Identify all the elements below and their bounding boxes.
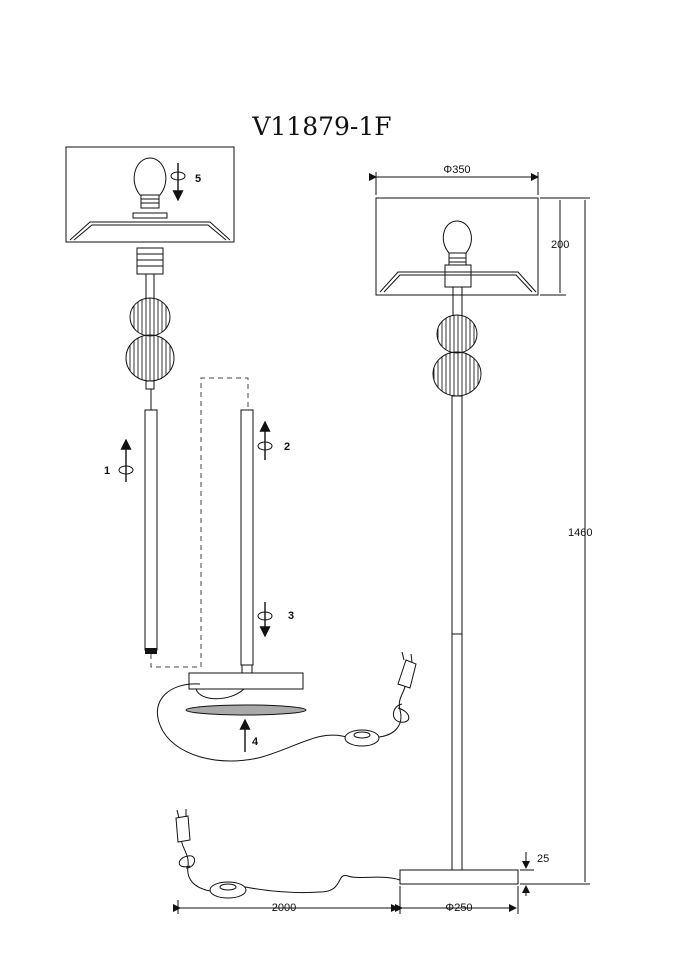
rotate-arrow-icon	[257, 602, 273, 638]
small-ball	[436, 314, 478, 354]
assembled-view: Φ350 200 1460 25 2000 Φ2	[173, 164, 592, 914]
cord-length-label: 2000	[272, 902, 296, 914]
upper-pole	[144, 409, 158, 651]
step-3-label: 3	[288, 610, 294, 622]
bulb-icon	[442, 220, 472, 266]
bulb-icon	[133, 157, 167, 209]
large-ball	[432, 351, 482, 397]
base-weight	[185, 704, 307, 716]
shade-box	[65, 146, 235, 243]
shade-diameter-label: Φ350	[443, 164, 470, 176]
plug-icon	[175, 809, 191, 843]
shade	[375, 197, 539, 296]
shade-height-label: 200	[551, 239, 569, 251]
socket-ring	[132, 212, 168, 219]
small-ball	[129, 297, 171, 337]
exploded-view: 5 1 2	[65, 146, 417, 762]
lower-pole	[240, 409, 254, 666]
step-2-label: 2	[284, 441, 290, 453]
rotate-arrow-icon	[118, 438, 134, 482]
step-4-label: 4	[252, 736, 259, 748]
total-height-label: 1460	[568, 527, 592, 539]
dashed-guide	[150, 377, 249, 668]
power-cord	[239, 875, 401, 894]
step-5-label: 5	[195, 173, 201, 185]
rotate-arrow-icon	[257, 420, 273, 460]
step-1-label: 1	[104, 465, 110, 477]
base-thickness-label: 25	[537, 853, 549, 865]
base-plate	[188, 672, 304, 690]
pole	[451, 395, 463, 871]
model-title: V11879-1F	[251, 112, 391, 141]
large-ball	[125, 334, 175, 382]
base	[399, 869, 519, 885]
power-cord	[156, 683, 351, 762]
socket	[136, 247, 164, 275]
base-diameter-label: Φ250	[445, 902, 472, 914]
plug-icon	[397, 651, 417, 689]
rotate-arrow-icon	[170, 163, 186, 202]
